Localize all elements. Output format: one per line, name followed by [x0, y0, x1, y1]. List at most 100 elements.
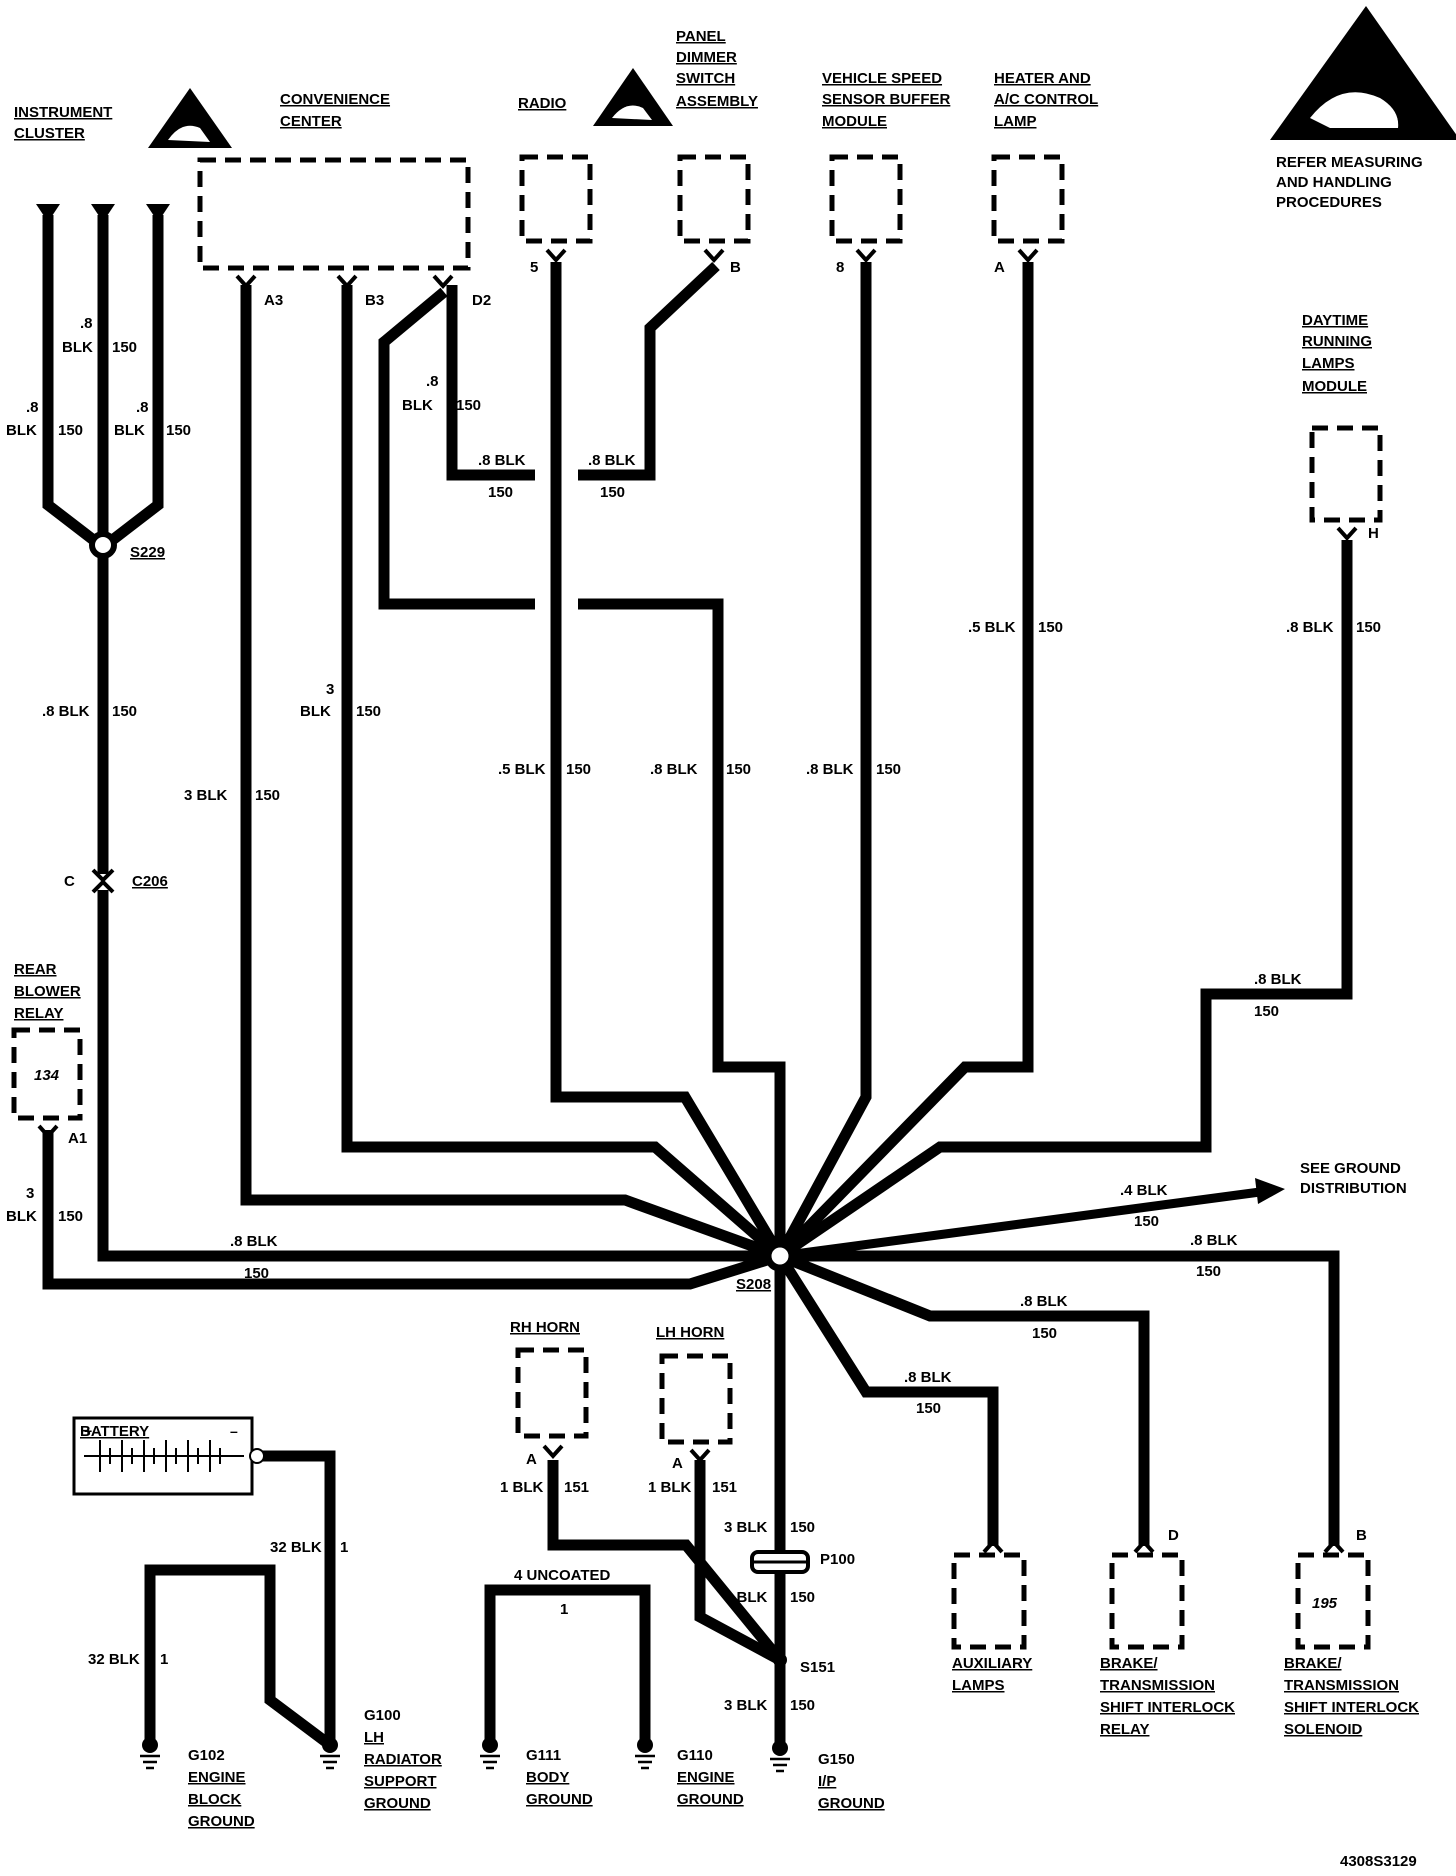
- convenience-center-label-2: CENTER: [280, 113, 342, 130]
- pin-blower-symbol: [37, 1124, 59, 1139]
- esd-notice-label-1: REFER MEASURING: [1276, 154, 1423, 171]
- ground-symbols: [140, 1737, 790, 1773]
- wire-lh-horn: 1 BLK: [648, 1479, 692, 1496]
- wire-s208-down-circuit: 150: [790, 1519, 815, 1536]
- pin-aux-symbol: [982, 1539, 1004, 1554]
- wire-lh-horn-circuit: 151: [712, 1479, 737, 1496]
- panel-dimmer-label-3: SWITCH: [676, 70, 735, 87]
- wire-solenoid: [780, 1250, 1340, 1546]
- radio-box: [519, 154, 593, 244]
- wire-ground-dist: [779, 1187, 1261, 1261]
- g110-label-1: G110: [677, 1747, 713, 1764]
- rear-blower-label-3: RELAY: [14, 1005, 63, 1022]
- wire-heater-circuit: 150: [1038, 619, 1063, 636]
- wire-cc-a3: 3 BLK: [184, 787, 228, 804]
- g150-ground-symbol: [770, 1740, 790, 1773]
- aux-lamps-box: [951, 1552, 1027, 1650]
- bts-relay-box: [1109, 1552, 1185, 1650]
- component-boxes: [11, 154, 1383, 1650]
- pin-lh-horn: A: [672, 1455, 683, 1472]
- wire-bts-relay-circuit: 150: [1032, 1325, 1057, 1342]
- wire-cc-d2-color: BLK: [402, 397, 433, 414]
- wire-uncoated: [484, 1584, 651, 1745]
- wire-uncoated: 4 UNCOATED: [514, 1567, 611, 1584]
- wire-g102-circuit: 1: [160, 1651, 168, 1668]
- wire-rh-horn: 1 BLK: [500, 1479, 544, 1496]
- pin-dimmer-symbol: [703, 248, 725, 263]
- wire-blower-circuit: 150: [58, 1208, 83, 1225]
- wire-s229-s208: .8 BLK: [230, 1233, 278, 1250]
- wire-radio: .5 BLK: [498, 761, 546, 778]
- wire-ic-mid-circuit: 150: [112, 339, 137, 356]
- wire-ic-left-circuit: 150: [58, 422, 83, 439]
- heater-ac-label-2: A/C CONTROL: [994, 91, 1098, 108]
- wire-radio: [550, 262, 785, 1259]
- wire-rear-blower: [42, 1130, 782, 1290]
- g100-ground-symbol: [320, 1737, 340, 1770]
- esd-icons: [148, 6, 1456, 148]
- wire-rh-horn-circuit: 151: [564, 1479, 589, 1496]
- esd-warning-icon: [1270, 6, 1456, 140]
- pin-bts-solenoid: B: [1356, 1527, 1367, 1544]
- esd-notice-label-3: PROCEDURES: [1276, 194, 1382, 211]
- g100-label-4: SUPPORT: [364, 1773, 437, 1790]
- s208-label: S208: [736, 1276, 771, 1293]
- bts-relay-label-1: BRAKE/: [1100, 1655, 1158, 1672]
- drl-label-3: LAMPS: [1302, 355, 1355, 372]
- wire-s229-s208-circuit: 150: [244, 1265, 269, 1282]
- wire-ground-dist: .4 BLK: [1120, 1182, 1168, 1199]
- wire-ic-right: [102, 215, 164, 550]
- bts-solenoid-box: [1295, 1552, 1371, 1650]
- wire-aux: .8 BLK: [904, 1369, 952, 1386]
- wire-ic-left-color: BLK: [6, 422, 37, 439]
- g100-label-1: G100: [364, 1707, 401, 1724]
- s151-splice-symbol: [773, 1653, 787, 1667]
- wire-g102: [144, 1564, 334, 1750]
- vss-buffer-box: [829, 154, 903, 244]
- vss-buffer-label-2: SENSOR BUFFER: [822, 91, 951, 108]
- bts-solenoid-label-4: SOLENOID: [1284, 1721, 1363, 1738]
- vss-buffer-label-3: MODULE: [822, 113, 887, 130]
- bts-solenoid-label-1: BRAKE/: [1284, 1655, 1342, 1672]
- g111-label-2: BODY: [526, 1769, 569, 1786]
- wire-vss: [775, 262, 872, 1259]
- g150-label-1: G150: [818, 1751, 855, 1768]
- battery-plus: +: [84, 1423, 92, 1439]
- drl-module-box: [1309, 425, 1383, 523]
- instrument-cluster-label-2: CLUSTER: [14, 125, 85, 142]
- bts-relay-label-2: TRANSMISSION: [1100, 1677, 1215, 1694]
- panel-dimmer-box: [677, 154, 751, 244]
- bts-relay-label-3: SHIFT INTERLOCK: [1100, 1699, 1235, 1716]
- wire-drl-vert-circuit: 150: [1356, 619, 1381, 636]
- wire-vss: .8 BLK: [806, 761, 854, 778]
- pin-rh-horn: A: [526, 1451, 537, 1468]
- wire-p100-down: 3 BLK: [724, 1589, 768, 1606]
- bts-solenoid-label-2: TRANSMISSION: [1284, 1677, 1399, 1694]
- wires: [42, 215, 1353, 1750]
- g102-label-1: G102: [188, 1747, 225, 1764]
- see-ground-label-2: DISTRIBUTION: [1300, 1180, 1407, 1197]
- wire-cc-d2-circuit: 150: [456, 397, 481, 414]
- heater-ac-box: [991, 154, 1065, 244]
- pin-drl: H: [1368, 525, 1379, 542]
- rear-blower-label-1: REAR: [14, 961, 57, 978]
- rh-horn-box: [515, 1347, 589, 1439]
- pin-vss-symbol: [855, 248, 877, 263]
- bts-solenoid-id: 195: [1312, 1595, 1338, 1612]
- g102-label-3: BLOCK: [188, 1791, 241, 1808]
- splices: [89, 531, 810, 1667]
- wire-cc-a3: [240, 285, 782, 1262]
- rh-horn-label: RH HORN: [510, 1319, 580, 1336]
- pin-bts-relay-symbol: [1133, 1539, 1155, 1554]
- pin-blower: A1: [68, 1130, 87, 1147]
- wire-dimmer-down-circuit: 150: [726, 761, 751, 778]
- wire-battery-neg-circuit: 1: [340, 1539, 348, 1556]
- rear-blower-id: 134: [34, 1067, 60, 1084]
- pin-cc-a3: A3: [264, 292, 283, 309]
- p100-label: P100: [820, 1551, 855, 1568]
- g111-label-3: GROUND: [526, 1791, 593, 1808]
- wire-heater: .5 BLK: [968, 619, 1016, 636]
- wire-c206-s208: [97, 890, 780, 1262]
- wire-s151-down-circuit: 150: [790, 1697, 815, 1714]
- arrow-ground-dist: [1255, 1178, 1285, 1204]
